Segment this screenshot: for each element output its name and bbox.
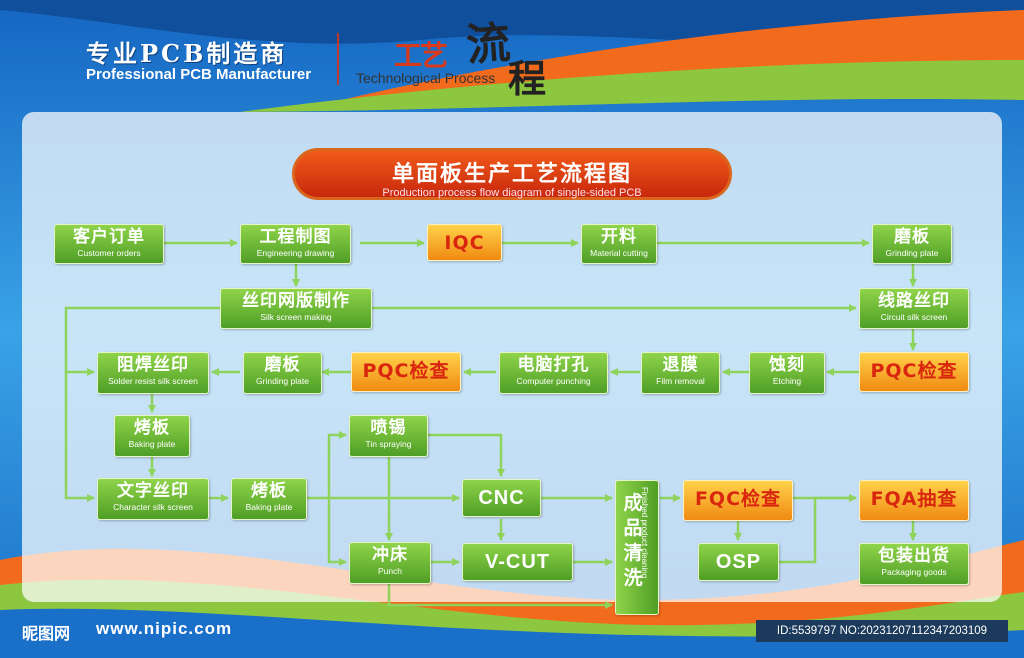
node-label-cn: 烤板: [134, 418, 170, 438]
node-circuit-silk-screen: 线路丝印 Circuit silk screen: [859, 288, 969, 329]
node-pqc-check-2: PQC检查: [351, 352, 461, 392]
node-label-cn: 包装出货: [878, 546, 950, 566]
node-label-en: Grinding plate: [256, 376, 309, 386]
node-label-cn: 开料: [601, 227, 637, 247]
node-label-cn: PQC检查: [362, 360, 450, 382]
node-customer-orders: 客户订单 Customer orders: [54, 224, 164, 264]
node-label-cn: 工程制图: [259, 227, 332, 247]
company-title-en: Professional PCB Manufacturer: [86, 66, 312, 83]
node-label-en: Packaging goods: [881, 567, 947, 577]
node-label-cn: CNC: [478, 487, 525, 509]
node-film-removal: 退膜 Film removal: [641, 352, 720, 394]
node-vcut: V-CUT: [462, 543, 573, 581]
node-fqc-check: FQC检查: [683, 480, 793, 521]
node-label-en: Circuit silk screen: [880, 312, 948, 322]
node-label-cn: 烤板: [251, 481, 287, 501]
node-character-silk-screen: 文字丝印 Character silk screen: [97, 478, 209, 520]
node-label-cn: 成品清洗: [623, 492, 643, 589]
node-computer-punching: 电脑打孔 Computer punching: [499, 352, 608, 394]
node-label-cn: PQC检查: [870, 360, 958, 382]
node-label-cn: 阻焊丝印: [117, 355, 189, 375]
node-label-en: Material cutting: [590, 248, 648, 258]
node-label-en: Grinding plate: [885, 248, 939, 258]
node-label-en: Film removal: [656, 376, 705, 386]
node-label-cn: IQC: [444, 232, 485, 254]
node-label-cn: V-CUT: [485, 551, 550, 573]
node-label-en: Character silk screen: [113, 502, 193, 512]
node-label-cn: 蚀刻: [769, 355, 805, 375]
node-grinding-plate-1: 磨板 Grinding plate: [872, 224, 952, 264]
watermark-image-id: ID:5539797 NO:20231207112347203109: [756, 620, 1008, 642]
node-label-cn: 丝印网版制作: [242, 291, 350, 311]
node-etching: 蚀刻 Etching: [749, 352, 825, 394]
node-silk-screen-making: 丝印网版制作 Silk screen making: [220, 288, 372, 329]
arrow-baking2-to-punch: [327, 498, 347, 566]
node-tin-spraying: 喷锡 Tin spraying: [349, 415, 428, 457]
node-label-en: Engineering drawing: [256, 248, 335, 258]
node-label-en: Customer orders: [77, 248, 141, 258]
process-title-en: Technological Process: [356, 70, 496, 86]
node-label-cn: 冲床: [372, 545, 408, 565]
node-iqc: IQC: [427, 224, 502, 261]
arrow-silkscreen-to-character: [64, 372, 95, 502]
node-finished-cleaning: 成品清洗 Finished product cleaning: [615, 480, 659, 615]
node-label-cn: 磨板: [894, 227, 930, 247]
node-label-en: Solder resist silk screen: [108, 376, 198, 386]
node-solder-resist: 阻焊丝印 Solder resist silk screen: [97, 352, 209, 394]
node-label-cn: 文字丝印: [117, 481, 189, 501]
company-title-cn: 专业PCB制造商: [86, 39, 288, 68]
node-label-en: Baking plate: [245, 502, 293, 512]
node-baking-plate-1: 烤板 Baking plate: [114, 415, 190, 457]
watermark-site-name: 昵图网: [22, 624, 71, 643]
node-grinding-plate-2: 磨板 Grinding plate: [243, 352, 322, 394]
diagram-title-cn: 单面板生产工艺流程图: [391, 162, 632, 187]
header-divider: [337, 33, 339, 85]
arrow-silkscreen-to-solder: [64, 306, 220, 376]
arrow-baking2-to-tin: [327, 431, 347, 498]
node-osp: OSP: [698, 543, 779, 581]
node-pqc-check-1: PQC检查: [859, 352, 969, 392]
arrow-punch-to-cleaning: [387, 584, 613, 609]
node-packaging-goods: 包装出货 Packaging goods: [859, 543, 969, 585]
node-label-cn: 磨板: [264, 355, 301, 375]
node-label-cn: FQC检查: [694, 488, 782, 510]
node-label-cn: 喷锡: [370, 418, 407, 438]
node-baking-plate-2: 烤板 Baking plate: [231, 478, 307, 520]
node-fqa-check: FQA抽查: [859, 480, 969, 521]
node-label-en: Tin spraying: [365, 439, 412, 449]
node-label-en: Punch: [377, 566, 403, 576]
node-label-en: Etching: [772, 376, 802, 386]
watermark-site-url: www.nipic.com: [96, 619, 233, 638]
node-label-cn: 退膜: [662, 355, 699, 375]
arrow-tin-to-cnc: [428, 433, 505, 477]
node-label-en: Finished product cleaning: [640, 487, 649, 579]
process-title-gongyi: 工艺: [394, 39, 448, 72]
process-title-cheng: 程: [508, 56, 547, 101]
node-label-cn: FQA抽查: [870, 488, 958, 510]
node-label-en: Computer punching: [516, 376, 591, 386]
node-material-cutting: 开料 Material cutting: [581, 224, 657, 264]
diagram-title-en: Production process flow diagram of singl…: [382, 187, 642, 199]
node-label-cn: OSP: [715, 551, 762, 573]
node-label-cn: 客户订单: [73, 227, 145, 247]
node-label-cn: 电脑打孔: [517, 355, 590, 375]
node-engineering-drawing: 工程制图 Engineering drawing: [240, 224, 351, 264]
node-label-en: Baking plate: [128, 439, 176, 449]
node-punch: 冲床 Punch: [349, 542, 431, 584]
node-label-cn: 线路丝印: [878, 291, 950, 311]
diagram-title-banner: 单面板生产工艺流程图 Production process flow diagr…: [292, 148, 732, 200]
node-cnc: CNC: [462, 479, 541, 517]
node-label-en: Silk screen making: [260, 312, 332, 322]
